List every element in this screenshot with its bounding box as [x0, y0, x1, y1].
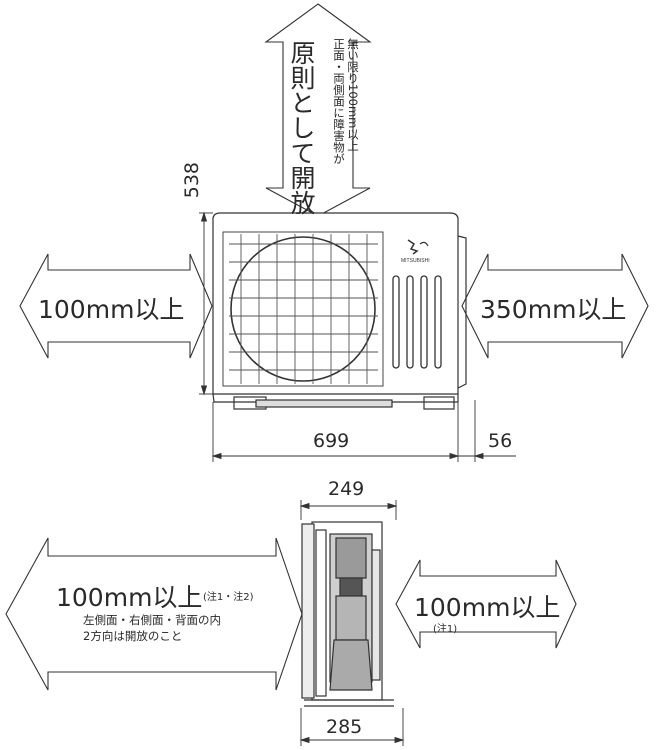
extra-dimension: 56	[488, 430, 513, 452]
side-left-desc-line2: 2方向は開放のこと	[83, 629, 183, 643]
side-left-clearance-label: 100mm以上	[56, 583, 203, 612]
side-right-clearance-label: 100mm以上	[414, 593, 561, 622]
top-clearance-main-label: 原則として開放	[287, 40, 316, 215]
front-right-clearance-arrow	[461, 253, 649, 359]
front-left-clearance-arrow	[19, 253, 213, 359]
top-clearance-sub-line2: 無い限り100mm以上	[346, 38, 360, 152]
width-dimension: 699	[313, 430, 350, 452]
front-left-clearance-label: 100mm以上	[38, 295, 185, 324]
outdoor-unit-side-view	[301, 521, 394, 707]
side-left-note: (注1・注2)	[203, 592, 254, 603]
side-left-desc-line1: 左側面・右側面・背面の内	[83, 613, 221, 627]
side-depth-dimension-bottom: 285	[326, 716, 363, 738]
top-clearance-sub-line1: 正面・両側面に障害物が	[332, 38, 346, 165]
side-right-note: (注1)	[433, 624, 458, 635]
brand-label: MITSUBISHI	[401, 258, 430, 264]
outdoor-unit-front-view	[212, 212, 467, 410]
height-dimension: 538	[181, 162, 203, 199]
side-depth-dimension-top: 249	[328, 478, 365, 500]
front-right-clearance-label: 350mm以上	[480, 295, 627, 324]
side-right-clearance-arrow	[395, 559, 577, 649]
